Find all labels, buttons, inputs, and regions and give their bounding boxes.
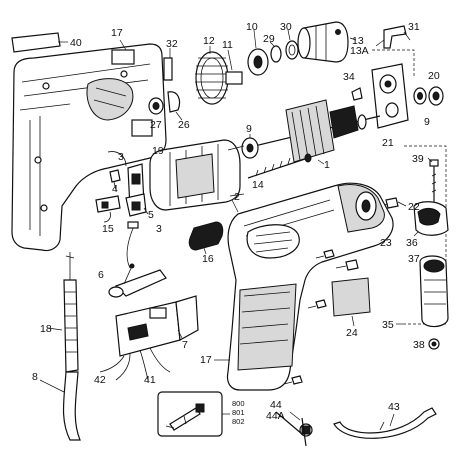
callout-34: 34 [343,71,355,83]
callout-19: 19 [152,145,164,157]
part-9-bearing-left [241,134,259,159]
callout-23: 23 [380,237,392,249]
part-29-washer [269,41,282,63]
callout-6: 6 [98,269,104,281]
part-13-chuck [297,21,357,63]
callout-10: 10 [246,21,258,33]
part-32-bracket [163,48,173,81]
callout-2: 2 [234,191,240,203]
part-4-screw [109,169,121,191]
part-43-hook [333,407,437,439]
callout-24: 24 [346,327,358,339]
part-31-gearcase-group [372,31,415,78]
callout-38: 38 [413,339,425,351]
callout-4: 4 [112,183,118,195]
part-37-handle-grip [419,255,449,328]
part-19-field-assembly [149,139,245,211]
callout-43: 43 [388,401,400,413]
callouts: 17 32 12 11 10 29 30 13 13A 31 40 34 20 … [32,21,440,426]
callout-37: 37 [408,253,420,265]
part-17-right-housing [214,182,394,391]
part-21-gear-plate [371,63,409,129]
callout-11: 11 [222,39,233,51]
part-24-label-plate [331,277,371,327]
callout-802: 802 [232,417,245,426]
callout-17-bottom: 17 [200,354,212,366]
part-3-lead-wire [126,221,139,269]
callout-15: 15 [102,223,114,235]
callout-44: 44 [270,399,282,411]
part-39-bolt [427,157,439,206]
part-11-shaft [227,49,233,71]
callout-35: 35 [382,319,394,331]
callout-9-right: 9 [424,116,430,128]
callout-21: 21 [382,137,394,149]
part-17-left-housing [11,39,167,252]
part-13a-chuck-key [375,25,407,49]
callout-800: 800 [232,399,245,408]
callout-12: 12 [203,35,215,47]
part-18-cord-protector [47,252,79,373]
part-2-stator [231,199,239,213]
callout-801: 801 [232,408,245,417]
callout-18: 18 [40,323,52,335]
callout-32: 32 [166,38,178,50]
part-44-depth-gauge [275,411,313,447]
part-20-bearing [428,86,444,106]
callout-26: 26 [178,119,190,131]
part-10-bearing [247,29,269,76]
housing-screws [283,249,335,385]
callout-44a: 44A [266,410,285,422]
callout-3-lower: 3 [156,223,162,235]
part-15-terminal [95,195,121,223]
callout-8: 8 [32,371,38,383]
callout-7: 7 [182,339,188,351]
callout-27: 27 [150,119,162,131]
part-9-bearing-right [413,87,427,105]
callout-42: 42 [94,374,106,386]
part-14-screw [247,153,312,179]
callout-40: 40 [70,37,82,49]
part-7-trigger-switch [115,295,199,357]
callout-5: 5 [148,209,154,221]
part-38-nut [428,338,440,350]
callout-14: 14 [252,179,264,191]
callout-13a: 13A [350,45,369,57]
part-12-gear [195,46,243,105]
part-27-bushing [148,97,164,115]
part-5-brush-spring [125,193,149,217]
part-41-42-wires [99,347,171,381]
part-16-plug [188,221,224,255]
callout-17-top: 17 [111,27,123,39]
part-26-clip [167,91,183,121]
callout-9-left: 9 [246,123,252,135]
callout-36: 36 [406,237,418,249]
part-1-armature [245,99,381,165]
callout-39: 39 [412,153,424,165]
part-800-brush-kit-inset [157,391,230,437]
callout-1: 1 [324,159,330,171]
part-30-ring [285,29,299,60]
callout-22: 22 [408,201,420,213]
callout-29: 29 [263,33,275,45]
callout-41: 41 [144,374,156,386]
callout-16: 16 [202,253,214,265]
callout-30: 30 [280,21,292,33]
callout-13: 13 [352,35,364,47]
part-36-clamp [413,201,449,237]
part-40-label [11,32,68,53]
part-6-switch-lever [108,263,167,298]
callout-3-top: 3 [118,151,124,163]
part-34-clip [351,87,363,101]
part-8-power-cord [39,371,81,441]
callout-31: 31 [408,21,420,33]
callout-20: 20 [428,70,440,82]
